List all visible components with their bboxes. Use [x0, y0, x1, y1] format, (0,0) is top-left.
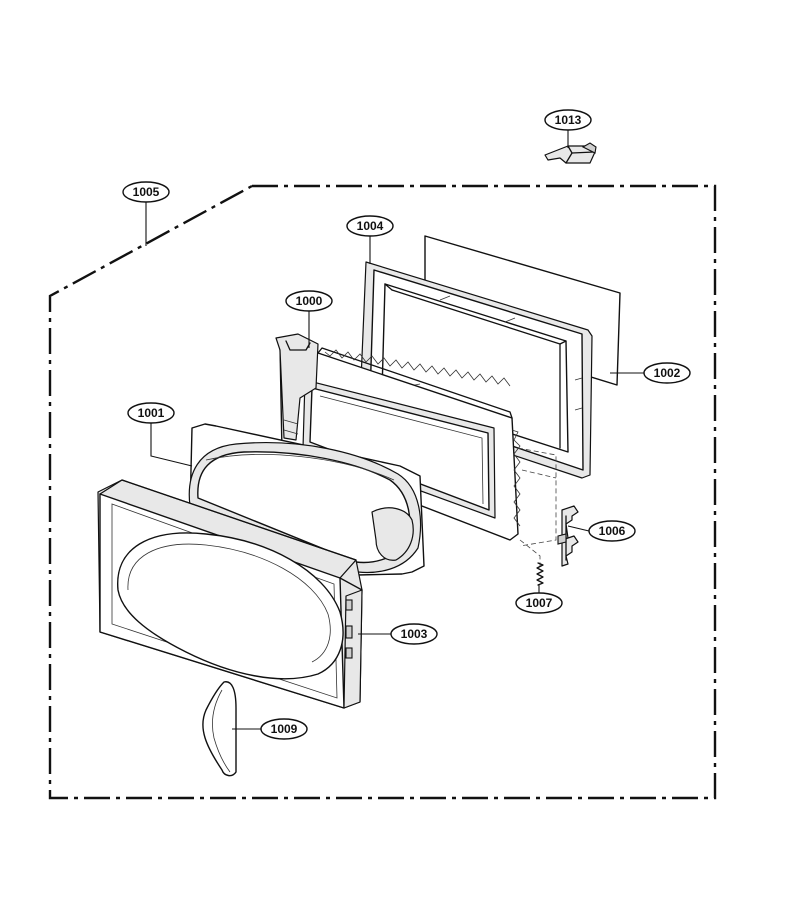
part-1009-handle — [202, 681, 237, 777]
callout-label-1001: 1001 — [138, 406, 165, 420]
callout-label-1006: 1006 — [599, 524, 626, 538]
callout-1006: 1006 — [588, 520, 636, 542]
callout-label-1003: 1003 — [401, 627, 428, 641]
callout-label-1013: 1013 — [555, 113, 582, 127]
part-1003-door-front — [97, 479, 363, 709]
callout-label-1000: 1000 — [296, 294, 323, 308]
callout-1009: 1009 — [260, 718, 308, 740]
callout-label-1004: 1004 — [357, 219, 384, 233]
part-1001-inner-panel — [188, 423, 425, 576]
hidden-line-switch — [517, 447, 557, 547]
part-1000-door-frame — [275, 333, 521, 541]
callout-1007: 1007 — [515, 592, 563, 614]
callout-1000: 1000 — [285, 290, 333, 312]
callout-1004: 1004 — [346, 215, 394, 237]
callout-label-1002: 1002 — [654, 366, 681, 380]
callout-1002: 1002 — [643, 362, 691, 384]
hidden-line-spring — [519, 539, 541, 566]
callout-label-1005: 1005 — [133, 185, 160, 199]
part-1007-spring — [536, 562, 544, 586]
part-1006-latch-hooks — [557, 505, 579, 567]
callout-label-1009: 1009 — [271, 722, 298, 736]
callout-label-1007: 1007 — [526, 596, 553, 610]
part-1013-latch-clip — [544, 142, 597, 164]
callout-1013: 1013 — [544, 109, 592, 131]
assembly-boundary-1005 — [48, 184, 717, 800]
callout-1001: 1001 — [127, 402, 175, 424]
leader-lines — [145, 130, 644, 730]
callout-1003: 1003 — [390, 623, 438, 645]
callout-1005: 1005 — [122, 181, 170, 203]
